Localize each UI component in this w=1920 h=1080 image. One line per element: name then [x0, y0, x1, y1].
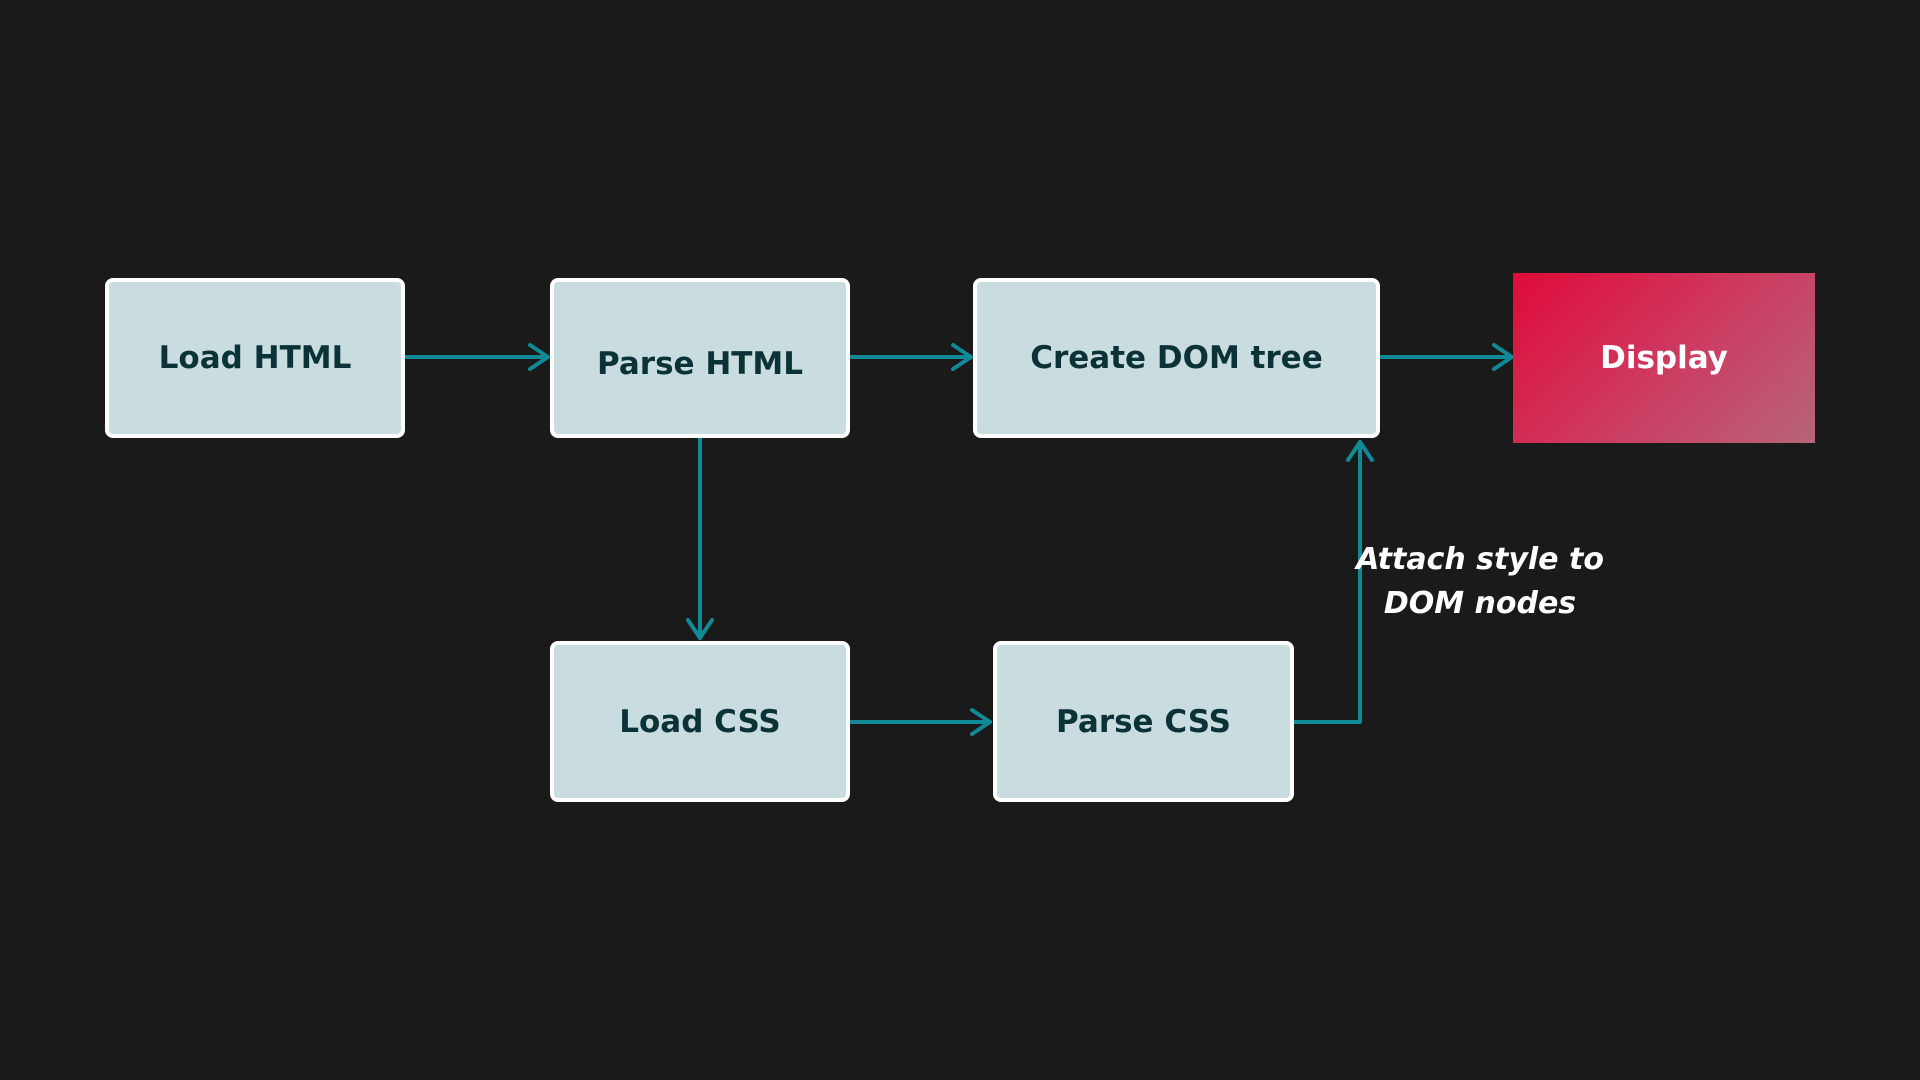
- arrow-load-html-to-parse-html: [403, 343, 550, 371]
- node-display: Display: [1513, 273, 1815, 443]
- edge-label-line: DOM nodes: [1383, 586, 1577, 621]
- arrow-parse-html-to-load-css: [686, 436, 714, 640]
- edge-label-line: Attach style to: [1356, 542, 1604, 577]
- arrow-create-dom-to-display: [1378, 343, 1514, 371]
- node-label: Create DOM tree: [1030, 340, 1323, 376]
- node-load-html: Load HTML: [105, 278, 405, 438]
- node-parse-html: Parse HTML: [550, 278, 850, 438]
- node-load-css: Load CSS: [550, 641, 850, 802]
- node-label: Display: [1600, 340, 1728, 376]
- node-create-dom-tree: Create DOM tree: [973, 278, 1380, 438]
- node-label: Parse CSS: [1056, 703, 1231, 740]
- edge-label-attach-style: Attach style to DOM nodes: [1350, 538, 1610, 626]
- arrow-parse-css-to-create-dom: [1292, 440, 1374, 724]
- node-label: Load CSS: [619, 703, 781, 740]
- arrow-load-css-to-parse-css: [848, 708, 992, 736]
- node-parse-css: Parse CSS: [993, 641, 1294, 802]
- node-label: Load HTML: [158, 340, 352, 376]
- arrow-parse-html-to-create-dom: [848, 343, 973, 371]
- node-label: Parse HTML: [596, 346, 804, 382]
